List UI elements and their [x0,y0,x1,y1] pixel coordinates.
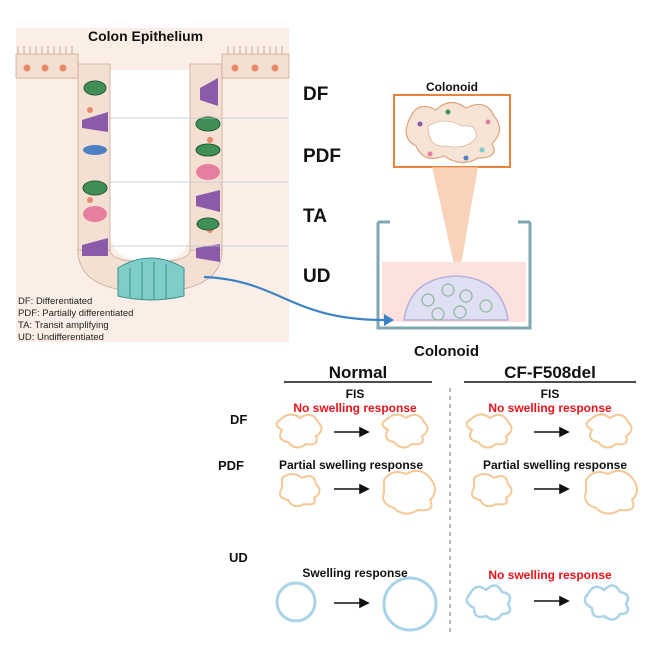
derivation-arrow [203,275,385,322]
ud-cf-response: No swelling response [488,568,612,582]
organoid-df-cf-after [585,413,633,449]
legend-item-pdf: PDF: Partially differentiated [18,308,134,319]
organoid-pdf-cf-after [584,469,638,515]
crypt-cell-types [82,78,221,301]
culture-well [376,220,532,330]
dish-caption: Colonoid [414,343,479,360]
row-label-pdf: PDF [218,458,244,473]
pdf-normal-response: Partial swelling response [278,458,424,472]
transition-arrows [334,426,570,609]
ud-normal-response: Swelling response [302,566,408,580]
organoid-df-cf-before [465,413,513,449]
zone-label-pdf: PDF [303,146,341,167]
df-cf-response: No swelling response [488,401,612,415]
legend-item-ud: UD: Undifferentiated [18,332,104,343]
organoid-ud-cf-after [583,584,630,621]
cyst-ud-normal-after [382,576,438,632]
organoid-pdf-normal-before [279,473,321,508]
df-cf-assay: FIS [540,387,560,401]
organoid-ud-cf-before [465,584,512,621]
cyst-ud-normal-before [275,581,317,623]
zone-label-df: DF [303,84,329,105]
column-header-normal: Normal [328,363,388,382]
pdf-cf-response: Partial swelling response [482,458,628,472]
organoid-pdf-normal-after [382,469,436,515]
inset-zoom-cone [432,167,478,282]
row-label-df: DF [230,412,248,427]
colonoid-inset [393,94,511,168]
zone-legend: DF: Differentiated PDF: Partially differ… [18,296,133,344]
df-normal-response: No swelling response [293,401,417,415]
epithelium-title: Colon Epithelium [88,28,204,44]
legend-item-ta: TA: Transit amplifying [18,320,109,331]
inset-title: Colonoid [426,80,478,94]
organoid-df-normal-before [275,413,323,449]
zone-label-ud: UD [303,266,331,287]
zone-label-ta: TA [303,206,327,227]
legend-item-df: DF: Differentiated [18,296,93,307]
row-label-ud: UD [229,550,248,565]
column-header-cf: CF-F508del [504,363,596,382]
organoid-pdf-cf-before [471,473,513,508]
df-normal-assay: FIS [345,387,365,401]
organoid-df-normal-after [381,413,429,449]
